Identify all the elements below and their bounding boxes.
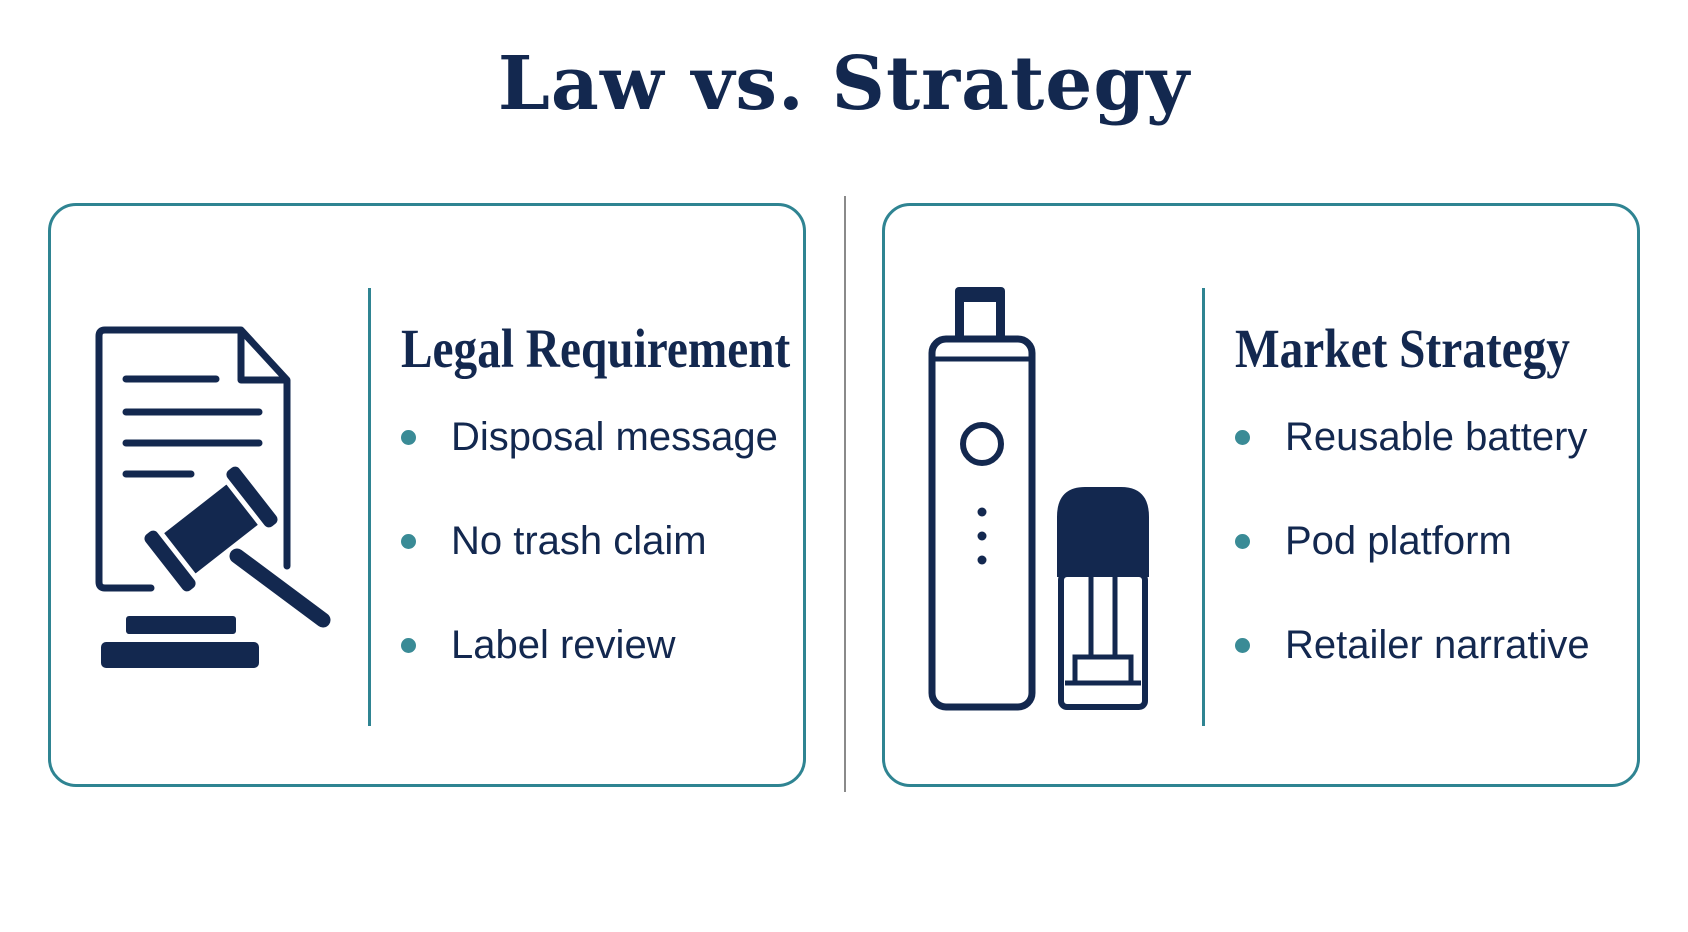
page-title: Law vs. Strategy — [497, 41, 1191, 127]
bullet-dot-icon — [1235, 638, 1250, 653]
market-strategy-heading: Market Strategy — [1235, 318, 1570, 379]
list-item: Label review — [401, 620, 778, 724]
bullet-dot-icon — [1235, 430, 1250, 445]
legal-requirement-heading: Legal Requirement — [401, 318, 791, 379]
legal-requirement-card: Legal Requirement Disposal message No tr… — [48, 203, 806, 787]
card-divider — [1202, 288, 1205, 726]
list-item-label: Retailer narrative — [1285, 623, 1590, 667]
list-item-label: Pod platform — [1285, 519, 1512, 563]
bullet-dot-icon — [1235, 534, 1250, 549]
list-item-label: No trash claim — [451, 519, 707, 563]
bullet-dot-icon — [401, 430, 416, 445]
market-strategy-card: Market Strategy Reusable battery Pod pla… — [882, 203, 1640, 787]
card-divider — [368, 288, 371, 726]
legal-requirement-list: Disposal message No trash claim Label re… — [401, 412, 778, 724]
list-item: No trash claim — [401, 516, 778, 620]
list-item: Pod platform — [1235, 516, 1590, 620]
bullet-dot-icon — [401, 534, 416, 549]
document-gavel-icon — [95, 326, 331, 668]
list-item: Disposal message — [401, 412, 778, 516]
list-item: Retailer narrative — [1235, 620, 1590, 724]
list-item-label: Label review — [451, 623, 676, 667]
list-item: Reusable battery — [1235, 412, 1590, 516]
bullet-dot-icon — [401, 638, 416, 653]
list-item-label: Disposal message — [451, 415, 778, 459]
list-item-label: Reusable battery — [1285, 415, 1588, 459]
market-strategy-list: Reusable battery Pod platform Retailer n… — [1235, 412, 1590, 724]
vape-device-pod-icon — [928, 287, 1149, 711]
center-divider — [844, 196, 846, 792]
